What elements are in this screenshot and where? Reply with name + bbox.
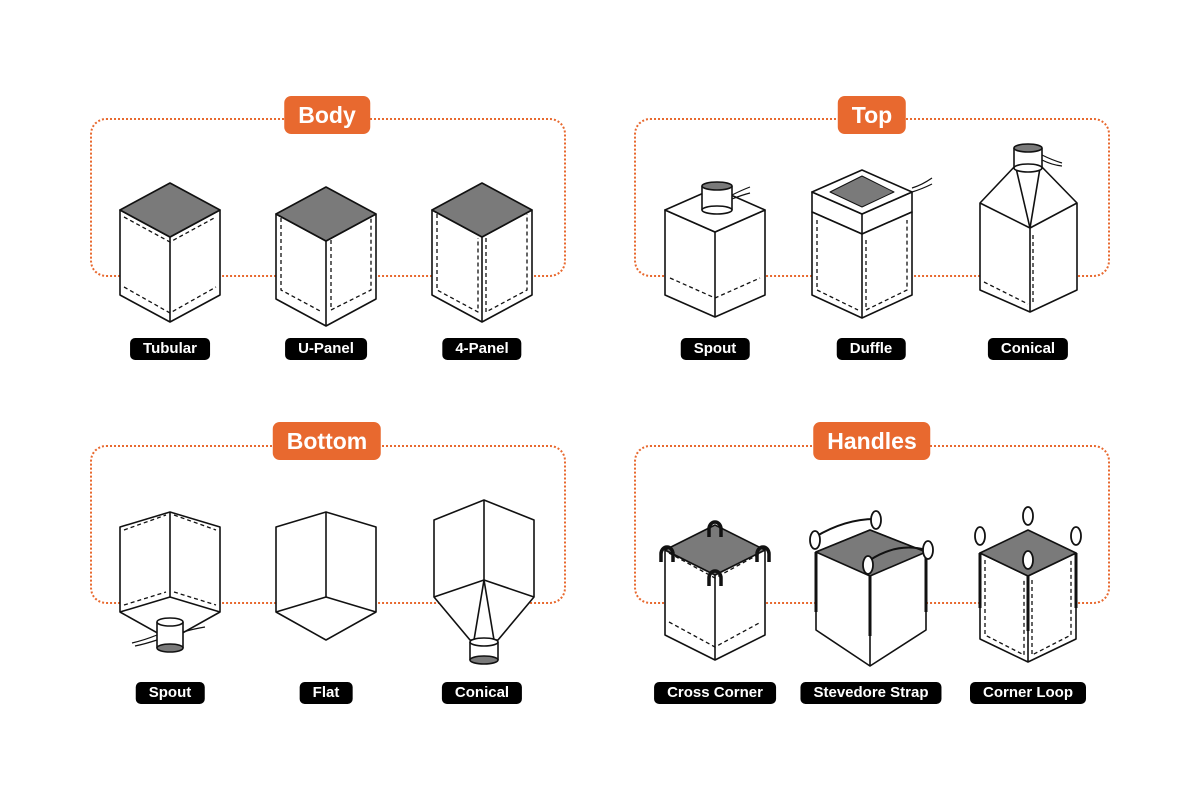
- bag-top-conical: [979, 143, 1078, 313]
- label-corner-loop: Corner Loop: [970, 682, 1086, 704]
- label-duffle: Duffle: [836, 338, 906, 360]
- bag-duffle: [811, 169, 933, 319]
- bag-bottom-spout: [119, 511, 221, 653]
- bag-tubular: [119, 182, 221, 323]
- label-top-conical: Conical: [987, 338, 1069, 360]
- label-4-panel: 4-Panel: [442, 338, 522, 360]
- label-stevedore-strap: Stevedore Strap: [800, 682, 942, 704]
- label-top-spout: Spout: [680, 338, 750, 360]
- bag-cross-corner: [659, 520, 771, 661]
- bag-4-panel: [431, 182, 533, 323]
- section-title-body: Body: [284, 96, 370, 134]
- label-bottom-spout: Spout: [135, 682, 205, 704]
- label-cross-corner: Cross Corner: [654, 682, 776, 704]
- bag-u-panel: [275, 186, 377, 327]
- label-bottom-conical: Conical: [441, 682, 523, 704]
- bag-corner-loop: [974, 506, 1082, 663]
- section-title-handles: Handles: [813, 422, 931, 460]
- bag-bottom-conical: [433, 499, 535, 665]
- section-title-top: Top: [837, 96, 907, 134]
- bag-flat: [275, 511, 377, 641]
- bag-top-spout: [664, 181, 766, 318]
- label-tubular: Tubular: [130, 338, 210, 360]
- bag-stevedore-strap: [809, 510, 934, 667]
- section-title-bottom: Bottom: [272, 422, 382, 460]
- label-u-panel: U-Panel: [285, 338, 367, 360]
- label-flat: Flat: [299, 682, 353, 704]
